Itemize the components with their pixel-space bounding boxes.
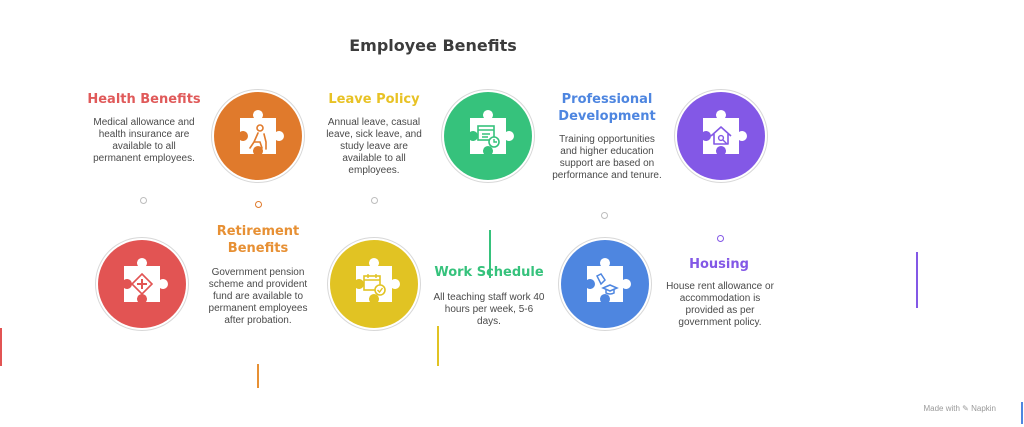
connector-dot: [601, 212, 608, 219]
diagram-title: Employee Benefits: [349, 36, 517, 55]
work-schedule-description: All teaching staff work 40 hours per wee…: [433, 292, 545, 327]
professional-development-puzzle: [677, 92, 765, 180]
accent-line: [0, 328, 2, 366]
housing-heading: Housing: [689, 257, 749, 272]
retirement-benefits-puzzle: [98, 240, 186, 328]
accent-line: [257, 364, 259, 388]
leave-policy-description: Annual leave, casual leave, sick leave, …: [326, 117, 422, 176]
retirement-benefits-description: Government pension scheme and provident …: [208, 267, 308, 326]
housing-puzzle: [561, 240, 649, 328]
napkin-watermark: Made with ✎ Napkin: [923, 404, 996, 413]
connector-dot: [717, 235, 724, 242]
calendar-check-icon: [356, 258, 400, 302]
calendar-clock-icon: [470, 110, 514, 154]
leave-policy-puzzle: [444, 92, 532, 180]
work-schedule-puzzle: [330, 240, 418, 328]
accent-line: [489, 230, 491, 278]
professional-development-heading: Professional Development: [558, 92, 656, 124]
health-benefits-heading: Health Benefits: [87, 92, 201, 107]
retirement-benefits-heading: Retirement Benefits: [216, 224, 300, 256]
house-key-icon: [703, 110, 747, 154]
connector-dot: [371, 197, 378, 204]
professional-development-description: Training opportunities and higher educat…: [552, 134, 662, 181]
graduation-cap-icon: [587, 258, 631, 302]
accent-line: [437, 326, 439, 366]
accent-line: [1021, 402, 1023, 424]
leave-policy-heading: Leave Policy: [328, 92, 420, 107]
medical-cross-icon: [124, 258, 168, 302]
connector-dot: [255, 201, 262, 208]
accent-line: [916, 252, 918, 308]
connector-dot: [140, 197, 147, 204]
health-benefits-description: Medical allowance and health insurance a…: [93, 117, 195, 164]
health-benefits-puzzle: [214, 92, 302, 180]
person-with-cane-icon: [240, 110, 284, 154]
housing-description: House rent allowance or accommodation is…: [666, 281, 774, 328]
